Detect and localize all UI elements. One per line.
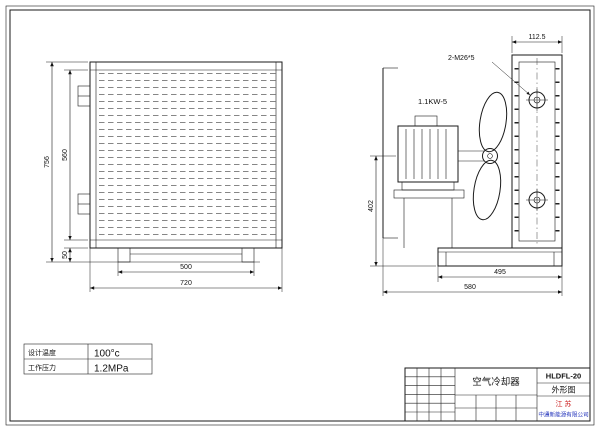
dim-leg-height: 50	[62, 251, 69, 259]
dim-overall-height: 756	[44, 156, 51, 168]
base	[437, 247, 563, 267]
motor-terminal-box	[414, 115, 438, 127]
drawing-border	[5, 5, 595, 426]
dim-core-height: 560	[62, 149, 69, 161]
motor	[393, 115, 484, 248]
motor-label: 1.1KW-5	[418, 97, 447, 106]
fan-blade-lower	[472, 159, 502, 221]
leg-right	[241, 247, 255, 263]
fan-hub	[482, 148, 498, 164]
working-pressure-label: 工作压力	[28, 363, 56, 372]
front-view	[77, 61, 283, 263]
dim-center-height: 402	[368, 200, 375, 212]
side-view	[382, 54, 563, 267]
spec-table: 设计温度 100°c 工作压力 1.2MPa	[23, 343, 153, 375]
design-temperature-label: 设计温度	[28, 348, 56, 357]
front-view-dimensions: 756 560 50 500 720	[44, 61, 283, 292]
product-name: 空气冷却器	[472, 376, 520, 388]
model-number: HLDFL-20	[546, 372, 581, 381]
bolt-hole-top	[526, 89, 548, 111]
dim-overall-width: 720	[180, 280, 192, 287]
fan	[472, 91, 508, 221]
bolt-hole-bottom	[526, 189, 548, 211]
motor-pedestal	[401, 181, 455, 191]
leg-left	[117, 247, 131, 263]
company-name: 中通新能源有限公司	[538, 411, 588, 419]
dim-side-overall-width: 580	[464, 284, 476, 291]
company-region: 江 苏	[556, 399, 572, 408]
design-temperature-value: 100°c	[94, 349, 120, 360]
casing	[511, 54, 563, 249]
dim-side-base-width: 495	[494, 269, 506, 276]
drawing-type: 外形图	[552, 385, 576, 395]
side-view-dimensions: 112.5 2-M26*5 1.1KW-5 402 495 580	[368, 34, 563, 296]
working-pressure-value: 1.2MPa	[94, 364, 129, 375]
motor-foot	[393, 189, 465, 199]
bolt-note: 2-M26*5	[448, 55, 475, 62]
tube-bundle	[96, 72, 276, 238]
title-block: 空气冷却器 HLDFL-20 外形图 江 苏 中通新能源有限公司	[404, 367, 591, 422]
dim-depth: 112.5	[529, 34, 546, 41]
dim-base-width: 500	[180, 264, 192, 271]
fan-blade-upper	[478, 91, 508, 153]
